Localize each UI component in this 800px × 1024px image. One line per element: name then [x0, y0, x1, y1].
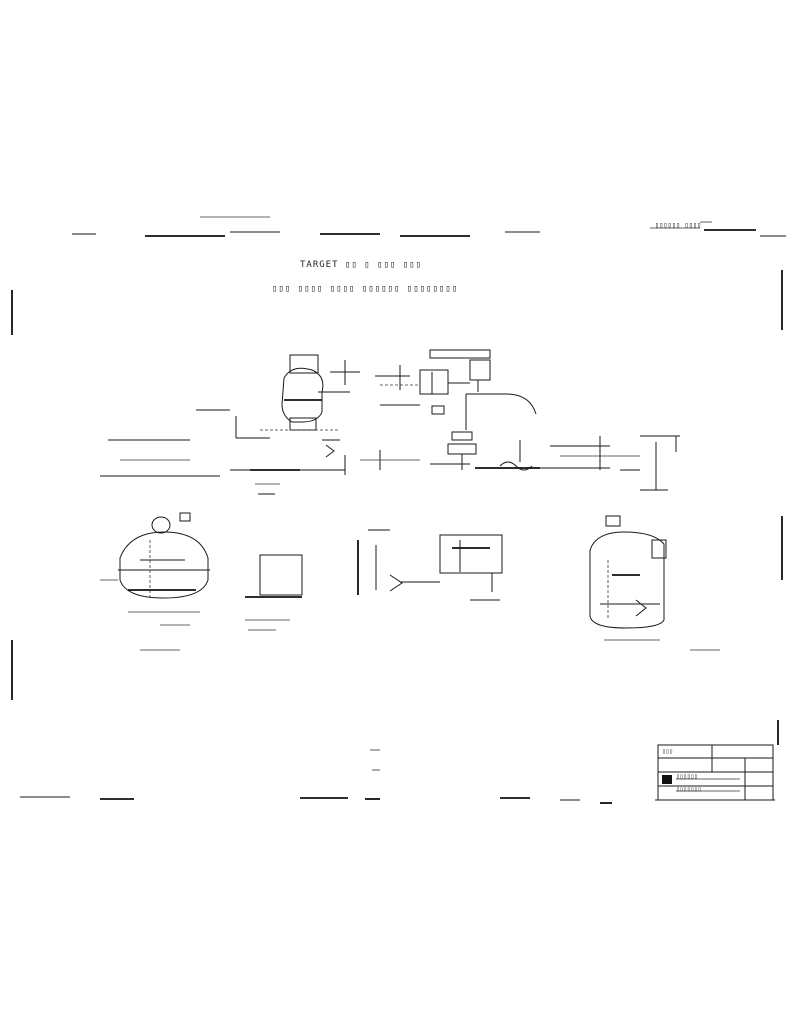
sheet-border-top	[72, 216, 786, 237]
sheet-border-sides	[11, 270, 783, 745]
drawing-number: ▯▯▯▯▯▯ ▯▯▯▯	[655, 221, 702, 229]
piping-run	[100, 409, 680, 495]
annotation-marks	[140, 221, 712, 771]
title-block-line-1: ▯▯▯	[662, 748, 673, 755]
upper-assembly	[260, 349, 537, 470]
title-block	[657, 744, 774, 801]
center-sections	[245, 529, 503, 631]
title-block-line-3: ▯▯▯▯▯▯▯	[676, 786, 702, 793]
drawing-title-line-1: TARGET ▯▯ ▯ ▯▯▯ ▯▯▯	[300, 260, 422, 270]
right-tank-view	[589, 515, 720, 651]
left-tank-view	[100, 512, 210, 626]
drawing-title-line-2: ▯▯▯ ▯▯▯▯ ▯▯▯▯ ▯▯▯▯▯▯ ▯▯▯▯▯▯▯▯	[272, 284, 459, 294]
title-block-line-2: ▯▯▯▯▯▯	[676, 773, 698, 780]
